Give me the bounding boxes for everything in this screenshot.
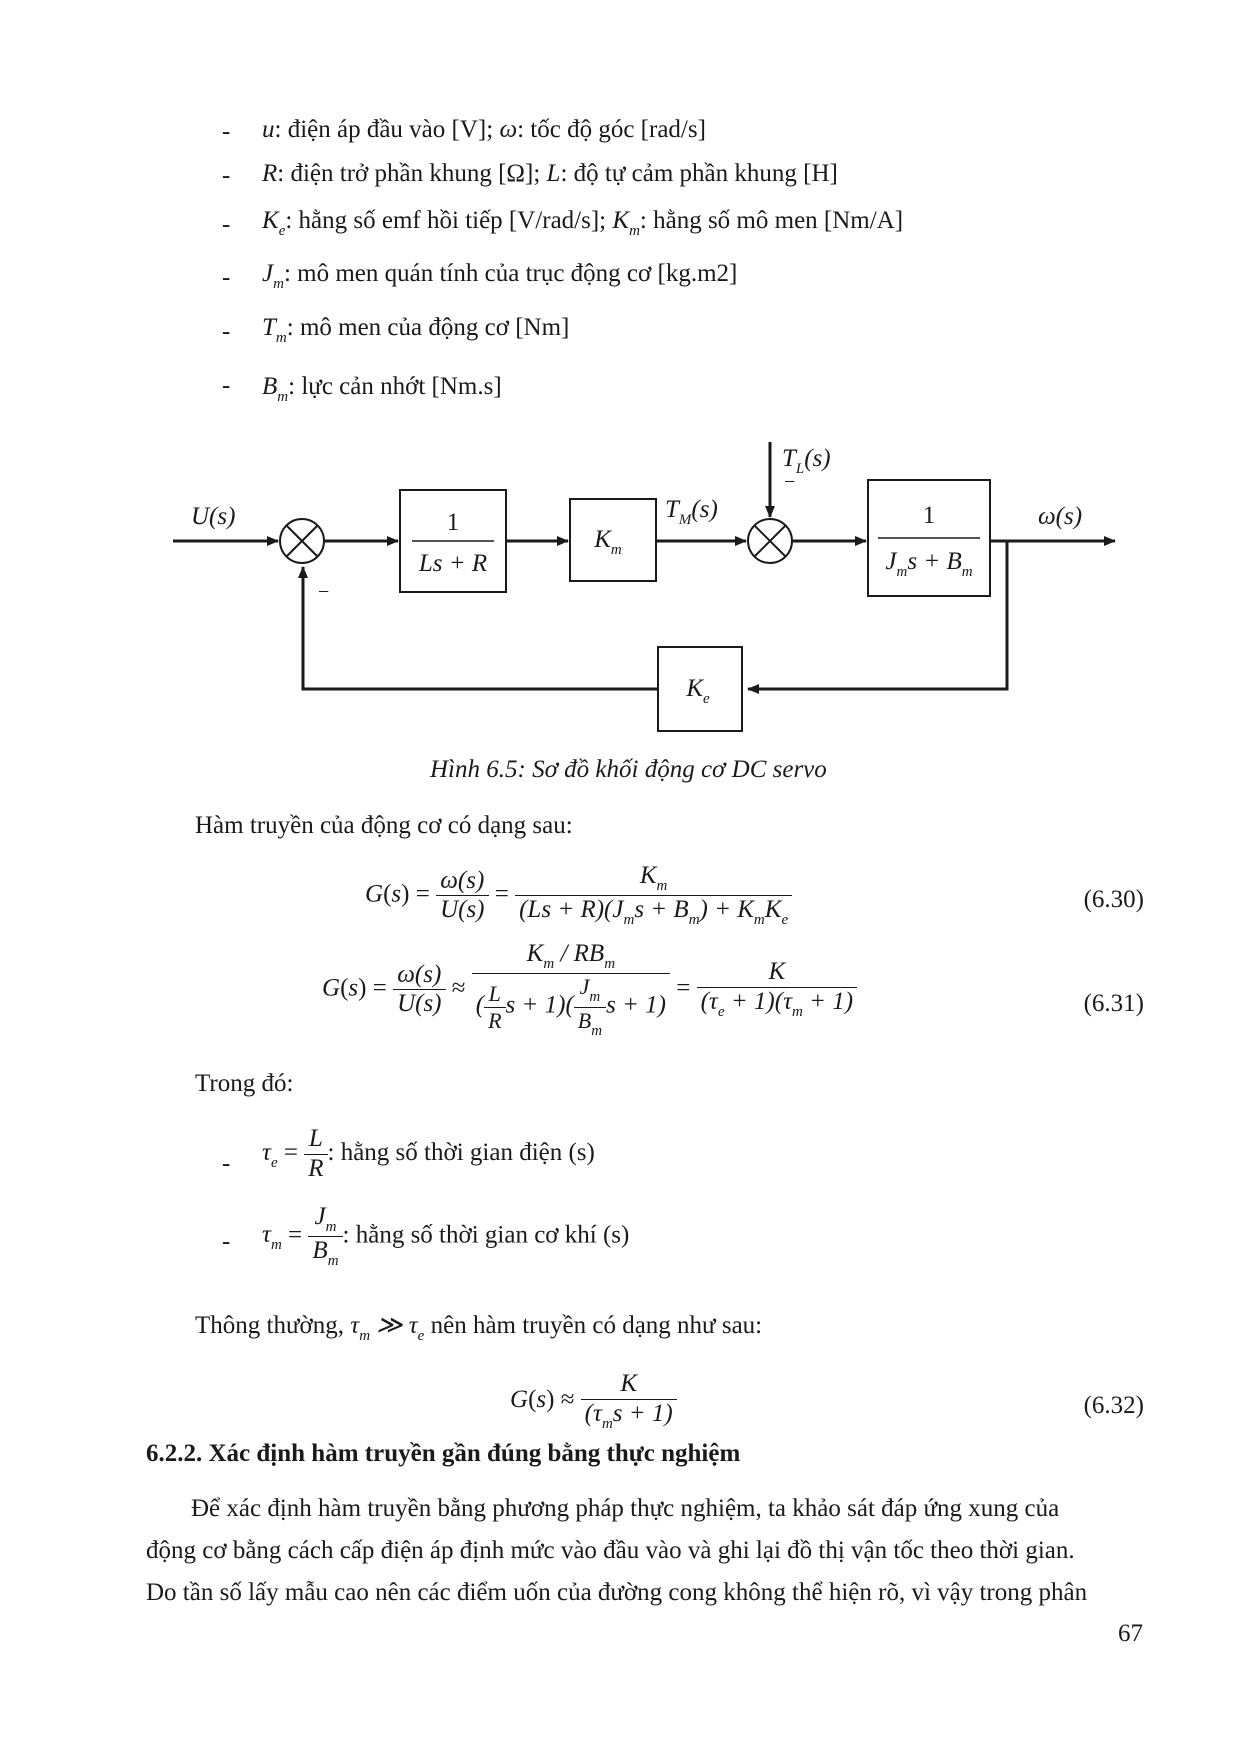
symbol-item-2: R: điện trở phần khung [Ω]; L: độ tự cảm… bbox=[262, 160, 838, 187]
paragraph-line-1: Để xác định hàm truyền bằng phương pháp … bbox=[191, 1495, 1060, 1522]
symbol-item-3: Ke: hằng số emf hồi tiếp [V/rad/s]; Km: … bbox=[262, 207, 904, 239]
figure-caption: Hình 6.5: Sơ đồ khối động cơ DC servo bbox=[430, 756, 827, 783]
paragraph-line-2: động cơ bằng cách cấp điện áp định mức v… bbox=[146, 1537, 1075, 1564]
symbol-item-5: Tm: mô men của động cơ [Nm] bbox=[262, 314, 570, 346]
block1-numerator: 1 bbox=[447, 509, 460, 536]
equation-number-6-30: (6.30) bbox=[1083, 886, 1144, 913]
symbol-item-1: u: điện áp đầu vào [V]; ω: tốc độ góc [r… bbox=[262, 116, 706, 143]
page-number: 67 bbox=[1118, 1620, 1143, 1647]
intro-text: Hàm truyền của động cơ có dạng sau: bbox=[195, 812, 573, 839]
equation-6-32: G(s) ≈ K(τms + 1) bbox=[510, 1370, 677, 1433]
block-torque-constant bbox=[569, 498, 657, 582]
trong-do-text: Trong đó: bbox=[195, 1070, 294, 1097]
block1-denominator: Ls + R bbox=[418, 550, 487, 577]
equation-number-6-32: (6.32) bbox=[1083, 1392, 1144, 1419]
equation-number-6-31: (6.31) bbox=[1083, 990, 1144, 1017]
symbol-item-4: Jm: mô men quán tính của trục động cơ [k… bbox=[262, 260, 738, 292]
output-label: ω(s) bbox=[1038, 503, 1082, 530]
feedback-label: Ke bbox=[685, 675, 710, 707]
block2-label: Km bbox=[593, 526, 622, 558]
feedback-path-left bbox=[298, 566, 658, 691]
input-label: U(s) bbox=[191, 503, 235, 530]
block-mechanical bbox=[867, 479, 991, 597]
approximation-text: Thông thường, τm ≫ τe nên hàm truyền có … bbox=[195, 1312, 763, 1344]
minus-sign-disturbance: − bbox=[784, 471, 795, 493]
section-heading: 6.2.2. Xác định hàm truyền gần đúng bằng… bbox=[146, 1440, 741, 1467]
minus-sign-feedback: − bbox=[318, 581, 329, 603]
block3-numerator: 1 bbox=[923, 502, 936, 529]
block-diagram: U(s) 1 Ls + R Km TM(s) TL(s) − 1 Jms + B… bbox=[173, 442, 1116, 732]
paragraph-line-3: Do tần số lấy mẫu cao nên các điểm uốn c… bbox=[146, 1579, 1088, 1606]
feedback-path-right bbox=[747, 541, 1009, 694]
disturbance-label: TL(s) bbox=[782, 445, 831, 477]
block3-denominator: Jms + Bm bbox=[885, 548, 972, 580]
symbol-item-6: Bm: lực cản nhớt [Nm.s] bbox=[262, 373, 502, 405]
equation-6-30: G(s) = ω(s)U(s) = Km(Ls + R)(Jms + Bm) +… bbox=[365, 862, 793, 930]
torque-label: TM(s) bbox=[665, 496, 718, 528]
